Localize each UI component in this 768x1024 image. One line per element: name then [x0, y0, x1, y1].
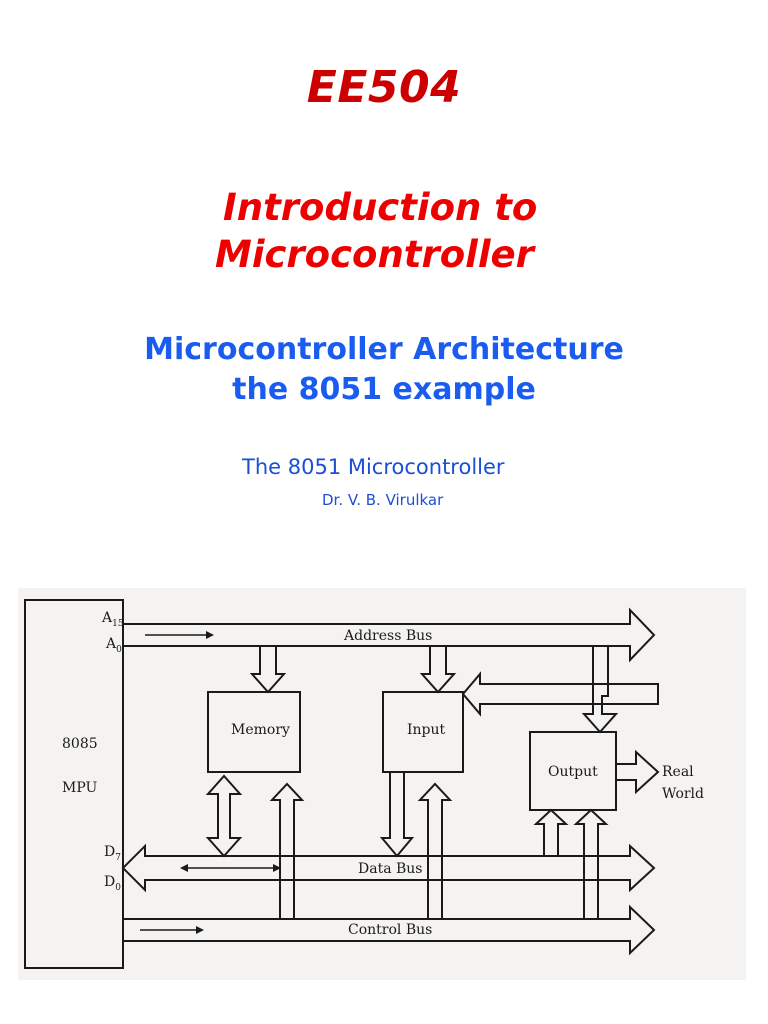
data-bus-arrow: [121, 843, 656, 893]
control-bus-label: Control Bus: [348, 922, 432, 938]
real-label: Real: [662, 764, 694, 780]
subtitle-line-2: the 8051 example: [232, 372, 536, 407]
title-line-1: Introduction to: [223, 186, 538, 229]
slide-title: Introduction to Microcontroller: [215, 184, 537, 278]
input-block: [382, 691, 464, 773]
control-bus-arrow: [122, 904, 656, 956]
pin-d7-label: D7: [104, 844, 121, 863]
address-bus-label: Address Bus: [343, 628, 432, 644]
address-bus-arrow: [122, 607, 656, 663]
memory-block: [207, 691, 301, 773]
microcomputer-bus-diagram: A15 A0 D7 D0 8085 MPU Address Bus Data B…: [18, 588, 746, 980]
pin-a15-label: A15: [101, 610, 124, 629]
mpu-block: [24, 599, 124, 969]
pin-d0-label: D0: [104, 874, 121, 893]
mpu-label-8085: 8085: [62, 736, 98, 752]
book-title: The 8051 Microcontroller: [242, 455, 505, 479]
world-label: World: [662, 786, 704, 802]
author-name: Dr. V. B. Virulkar: [322, 491, 444, 509]
title-line-2: Microcontroller: [215, 233, 534, 276]
mpu-label-mpu: MPU: [62, 780, 98, 796]
slide-subtitle: Microcontroller Architecture the 8051 ex…: [0, 330, 768, 410]
data-bus-label: Data Bus: [358, 861, 422, 877]
input-label: Input: [407, 722, 446, 738]
output-label: Output: [548, 764, 598, 780]
memory-label: Memory: [231, 722, 290, 738]
course-code: EE504: [306, 62, 462, 113]
pin-a0-label: A0: [105, 636, 122, 655]
subtitle-line-1: Microcontroller Architecture: [144, 332, 624, 367]
